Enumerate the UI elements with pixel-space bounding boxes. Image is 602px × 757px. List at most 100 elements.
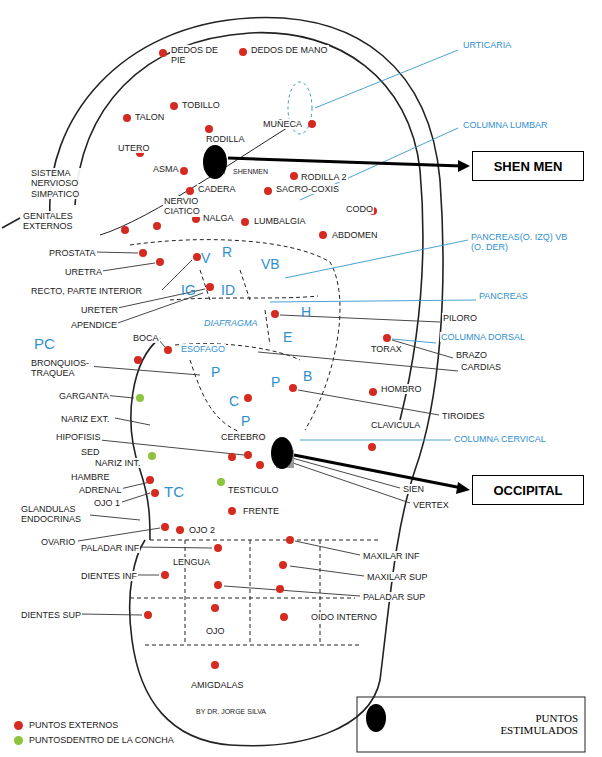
point-label: CARDIAS bbox=[460, 362, 502, 372]
leader-line bbox=[102, 263, 155, 271]
zone-letter: ID bbox=[220, 282, 236, 298]
external-point bbox=[206, 283, 214, 291]
external-point bbox=[368, 443, 376, 451]
external-point bbox=[308, 120, 316, 128]
point-label: CODO bbox=[345, 204, 374, 214]
leader-line bbox=[90, 515, 140, 520]
point-label: RODILLA bbox=[205, 134, 246, 144]
leader-lines bbox=[78, 50, 476, 615]
point-label: TALON bbox=[134, 112, 165, 122]
legend-swatch bbox=[366, 704, 386, 732]
external-point bbox=[264, 187, 272, 195]
point-label: TORAX bbox=[370, 344, 403, 354]
point-label: VERTEX bbox=[412, 500, 450, 510]
zone-letter: R bbox=[221, 244, 233, 260]
point-label: TIROIDES bbox=[441, 411, 486, 421]
legend-text: PUNTOSDENTRO DE LA CONCHA bbox=[29, 735, 174, 745]
leader-line bbox=[270, 300, 476, 302]
point-label: URTICARIA bbox=[462, 40, 512, 50]
external-point bbox=[286, 536, 294, 544]
point-label: BRAZO bbox=[455, 350, 488, 360]
edge-line bbox=[2, 218, 20, 228]
external-point bbox=[161, 571, 169, 579]
legend-entry: PUNTOS EXTERNOS bbox=[14, 720, 118, 730]
lobe-grid bbox=[130, 540, 380, 645]
point-label: HIPOFISIS bbox=[55, 432, 102, 442]
callout-arrow bbox=[294, 455, 462, 488]
leader-line bbox=[137, 575, 159, 576]
point-dots bbox=[121, 48, 391, 669]
point-label: MAXILAR INF bbox=[362, 551, 421, 561]
zone-letter: P bbox=[240, 413, 251, 429]
point-label: CLAVICULA bbox=[370, 420, 421, 430]
external-point bbox=[121, 226, 129, 234]
point-label: URETRA bbox=[64, 267, 103, 277]
external-point bbox=[244, 394, 252, 402]
leader-line bbox=[258, 352, 458, 371]
point-label: AMIGDALAS bbox=[190, 680, 245, 690]
callout-arrow bbox=[228, 158, 462, 166]
point-label: CADERA bbox=[197, 184, 237, 194]
zone-letter: V bbox=[200, 250, 211, 266]
callout-text: OCCIPITAL bbox=[493, 483, 562, 498]
external-point bbox=[193, 253, 201, 261]
point-label: COLUMNA LUMBAR bbox=[462, 120, 549, 130]
stimulated-points bbox=[203, 145, 470, 494]
leader-line bbox=[290, 462, 410, 503]
point-label: OIDO INTERNO bbox=[310, 612, 378, 622]
external-point bbox=[205, 125, 213, 133]
stimulated-dot bbox=[271, 437, 293, 469]
external-point bbox=[153, 222, 161, 230]
leader-line bbox=[122, 493, 150, 502]
leader-line bbox=[224, 586, 360, 596]
external-point bbox=[144, 611, 152, 619]
point-label: DIENTES INF bbox=[80, 571, 138, 581]
point-label: DEDOS DE PIE bbox=[170, 45, 220, 66]
external-point bbox=[139, 249, 147, 257]
leader-line bbox=[295, 541, 360, 555]
point-label: SHENMEN bbox=[232, 168, 269, 176]
external-point bbox=[383, 334, 391, 342]
point-label: TOBILLO bbox=[181, 100, 221, 110]
external-point bbox=[271, 310, 279, 318]
callout-box: SHEN MEN bbox=[472, 151, 584, 181]
external-point bbox=[176, 526, 184, 534]
point-label: OJO 1 bbox=[93, 498, 121, 508]
external-point bbox=[186, 187, 194, 195]
zone-letter: C bbox=[228, 393, 240, 409]
point-label: PALADAR SUP bbox=[362, 592, 426, 602]
external-point bbox=[123, 114, 131, 122]
point-label: SACRO-COXIS bbox=[275, 184, 340, 194]
point-label: NARIZ INT. bbox=[94, 458, 142, 468]
tragus-line bbox=[131, 338, 160, 540]
external-point bbox=[164, 346, 172, 354]
leader-line bbox=[285, 240, 468, 278]
legend-swatch bbox=[14, 736, 23, 745]
legend-text: PUNTOS EXTERNOS bbox=[29, 720, 118, 730]
point-label: BY DR. JORGE SILVA bbox=[195, 708, 267, 716]
point-label: PALADAR INF bbox=[80, 543, 140, 553]
point-label: DIENTES SUP bbox=[20, 610, 82, 620]
point-label: OJO 2 bbox=[188, 525, 216, 535]
zone-letter: TC bbox=[163, 483, 185, 500]
zone-letter: E bbox=[282, 329, 293, 345]
external-point bbox=[280, 613, 288, 621]
point-label: BRONQUIOS-TRAQUEA bbox=[30, 358, 94, 379]
concha-line bbox=[130, 240, 340, 430]
point-label: GLANDULAS ENDOCRINAS bbox=[20, 504, 90, 525]
point-label: DEDOS DE MANO bbox=[250, 45, 329, 55]
zone-letter: B bbox=[302, 368, 313, 384]
external-point bbox=[279, 561, 287, 569]
leader-line bbox=[315, 50, 458, 108]
concha-point bbox=[217, 478, 225, 486]
legend-entry: PUNTOSDENTRO DE LA CONCHA bbox=[14, 735, 174, 745]
legend-entry: PUNTOS ESTIMULADOS bbox=[366, 700, 578, 736]
leader-line bbox=[120, 482, 150, 489]
point-label: COLUMNA CERVICAL bbox=[453, 434, 547, 444]
point-label: HOMBRO bbox=[380, 384, 423, 394]
point-label: MUÑECA bbox=[262, 119, 303, 129]
leader-line bbox=[95, 252, 138, 253]
callout-text: SHEN MEN bbox=[494, 159, 563, 174]
external-point bbox=[241, 218, 249, 226]
